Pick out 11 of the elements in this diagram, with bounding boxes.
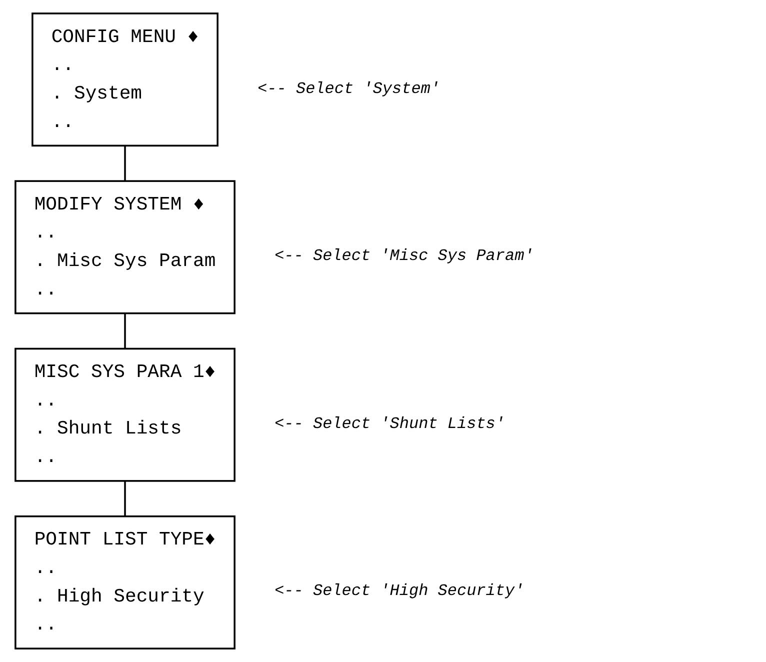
connector: [124, 313, 126, 349]
instruction-text: <-- Select 'System': [258, 80, 440, 98]
connector: [124, 146, 126, 182]
connector: [124, 480, 126, 516]
node-box: CONFIG MENU ♦ .. . System ..: [32, 12, 218, 147]
instruction-text: <-- Select 'Shunt Lists': [274, 414, 505, 433]
node-box: MISC SYS PARA 1♦ .. . Shunt Lists ..: [14, 348, 236, 482]
instruction-text: <-- Select 'Misc Sys Param': [274, 247, 534, 266]
node-box: MODIFY SYSTEM ♦ .. . Misc Sys Param ..: [14, 180, 236, 314]
node-box: POINT LIST TYPE♦ .. . High Security ..: [14, 515, 236, 650]
instruction-text: <-- Select 'High Security': [274, 582, 524, 600]
